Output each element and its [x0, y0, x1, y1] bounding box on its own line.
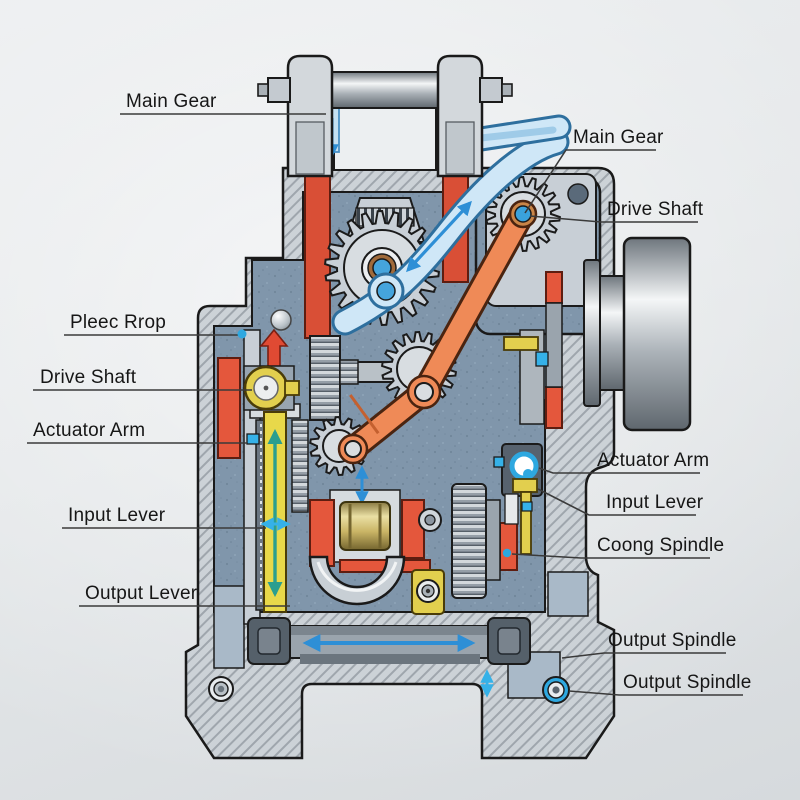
label-actuator-arm-left: Actuator Arm: [33, 420, 146, 441]
prop-marker-dot: [237, 329, 247, 339]
right-spindle-assembly: [493, 329, 549, 558]
label-input-lever-right: Input Lever: [606, 492, 704, 513]
leader-lines: [27, 113, 743, 696]
top-bracket: [257, 54, 513, 178]
label-coong-spindle: Coong Spindle: [597, 535, 725, 556]
label-output-spindle-1: Output Spindle: [608, 630, 737, 651]
actuator-arm-ring: [509, 451, 539, 481]
crescent-bearing-shell: [308, 555, 406, 606]
pivot-cylinder: [311, 71, 459, 109]
bottom-center-assembly: [308, 465, 445, 615]
left-actuator-assembly: [243, 309, 300, 613]
brass-roller: [339, 501, 391, 551]
label-output-lever: Output Lever: [85, 583, 198, 604]
orange-linkage: [337, 199, 538, 465]
label-output-spindle-2: Output Spindle: [623, 672, 752, 693]
actuator-arm-left-marker: [246, 433, 260, 445]
lever-motion-arrow: [406, 200, 472, 273]
ball-bearing: [270, 309, 292, 331]
label-main-gear-right: Main Gear: [573, 127, 664, 148]
label-actuator-arm-right: Actuator Arm: [597, 450, 710, 471]
label-pleec-prop: Pleec Rrop: [70, 312, 166, 333]
coong-spindle-marker: [502, 548, 512, 558]
left-pivot-bolt: [267, 77, 291, 103]
output-knob: [583, 236, 692, 432]
label-main-gear-left: Main Gear: [126, 91, 217, 112]
label-input-lever-left: Input Lever: [68, 505, 166, 526]
rack-gear: [451, 483, 501, 599]
label-drive-shaft-left: Drive Shaft: [40, 367, 137, 388]
right-pivot-bolt: [479, 77, 503, 103]
input-lever-pin: [512, 478, 538, 493]
label-drive-shaft-right: Drive Shaft: [607, 199, 704, 220]
output-slide-bar: [208, 617, 570, 704]
